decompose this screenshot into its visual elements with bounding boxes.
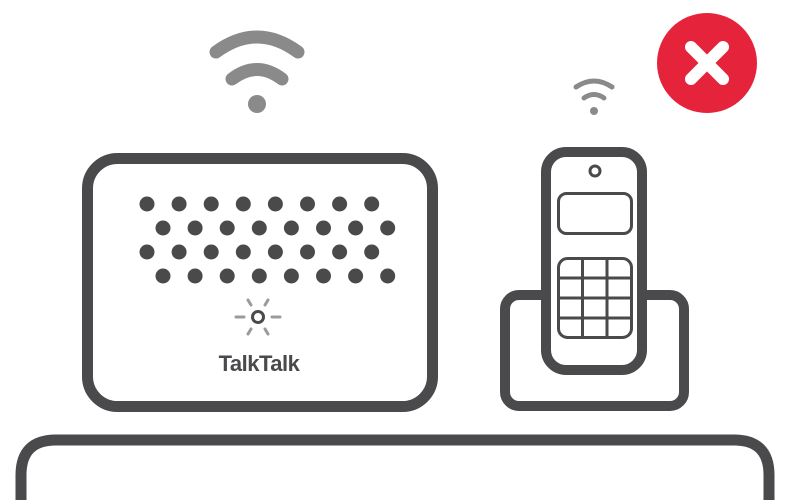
vent-dot bbox=[316, 220, 331, 236]
vent-dot bbox=[267, 244, 283, 260]
vent-dot bbox=[364, 196, 380, 212]
router-wifi-icon bbox=[209, 30, 305, 113]
close-icon bbox=[685, 41, 729, 85]
vent-dot bbox=[251, 220, 267, 236]
table bbox=[15, 434, 775, 500]
vent-dot bbox=[300, 196, 315, 212]
vent-dot bbox=[283, 268, 299, 284]
vent-dot bbox=[283, 220, 299, 236]
vent-dot bbox=[155, 268, 171, 284]
vent-dot bbox=[348, 268, 364, 284]
vent-dot bbox=[155, 220, 171, 236]
phone-handset bbox=[541, 147, 647, 375]
phone-speaker-icon bbox=[588, 164, 602, 178]
vent-dot bbox=[203, 196, 219, 212]
vent-dot bbox=[203, 244, 219, 260]
router-led-icon bbox=[234, 298, 282, 336]
vent-dot bbox=[171, 196, 187, 212]
vent-dot bbox=[171, 244, 187, 260]
vent-dot bbox=[380, 268, 396, 284]
vent-dot bbox=[251, 268, 267, 284]
phone-keypad bbox=[557, 257, 633, 339]
phone-wifi-icon bbox=[573, 78, 615, 115]
vent-dot bbox=[332, 244, 348, 260]
vent-dot bbox=[332, 196, 348, 212]
vent-dot bbox=[364, 244, 380, 260]
phone-screen bbox=[557, 192, 633, 235]
error-badge bbox=[657, 13, 757, 113]
vent-dot bbox=[139, 244, 155, 260]
vent-dot bbox=[219, 268, 235, 284]
vent-dot bbox=[380, 220, 396, 236]
vent-dot bbox=[139, 196, 155, 212]
vent-dot bbox=[187, 268, 203, 284]
vent-dot bbox=[348, 220, 364, 236]
vent-dot bbox=[316, 268, 331, 284]
vent-dot bbox=[219, 220, 235, 236]
vent-dot bbox=[267, 196, 283, 212]
vent-dot bbox=[235, 196, 251, 212]
vent-dot bbox=[187, 220, 203, 236]
router-brand-label: TalkTalk bbox=[219, 351, 301, 376]
vent-dot bbox=[300, 244, 315, 260]
router: TalkTalk bbox=[82, 153, 438, 412]
vent-dot bbox=[235, 244, 251, 260]
router-vent-dots bbox=[139, 196, 396, 284]
